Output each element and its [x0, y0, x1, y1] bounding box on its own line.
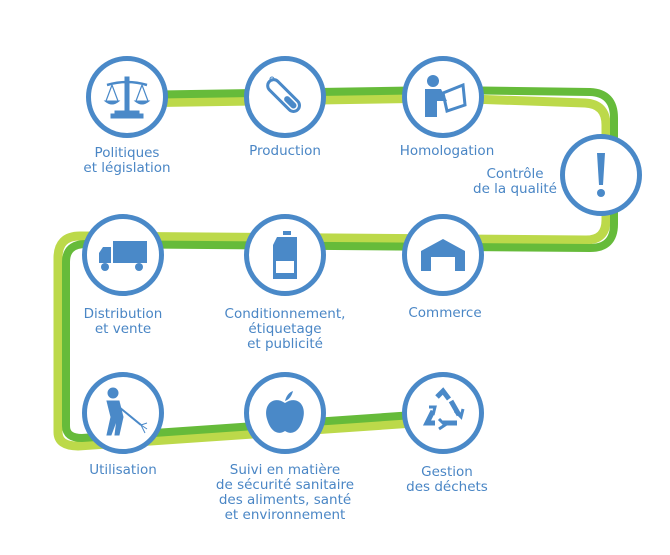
label-waste: Gestion des déchets [406, 464, 488, 495]
label-monitoring: Suivi en matière de sécurité sanitaire d… [215, 462, 355, 523]
label-policies: Politiques et législation [83, 145, 171, 176]
reading-person-icon [425, 75, 467, 117]
node-monitoring [244, 372, 326, 454]
label-use: Utilisation [89, 462, 157, 478]
label-quality-control: Contrôle de la qualité [473, 166, 557, 197]
node-homologation [402, 56, 484, 138]
label-commerce: Commerce [408, 305, 482, 321]
node-commerce [402, 214, 484, 296]
node-distribution [82, 214, 164, 296]
apple-icon [266, 391, 304, 433]
label-homologation: Homologation [399, 143, 495, 159]
label-distribution: Distribution et vente [83, 306, 163, 337]
node-waste [402, 372, 484, 454]
recycle-icon [422, 387, 465, 431]
sprayer-person-icon [106, 387, 148, 436]
bottle-icon [273, 231, 297, 279]
node-use [82, 372, 164, 454]
label-packaging: Conditionnement, étiquetage et publicité [224, 306, 346, 352]
flow-path-light [53, 93, 611, 451]
flow-path-dark [62, 85, 618, 443]
label-production: Production [249, 143, 321, 159]
node-packaging [244, 214, 326, 296]
node-production [244, 56, 326, 138]
truck-icon [99, 241, 147, 271]
scales-icon [103, 76, 151, 119]
node-quality-control [560, 134, 642, 216]
warehouse-icon [421, 239, 465, 271]
node-policies [86, 56, 168, 138]
exclamation-icon [597, 153, 605, 197]
test-tube-icon [266, 76, 301, 113]
